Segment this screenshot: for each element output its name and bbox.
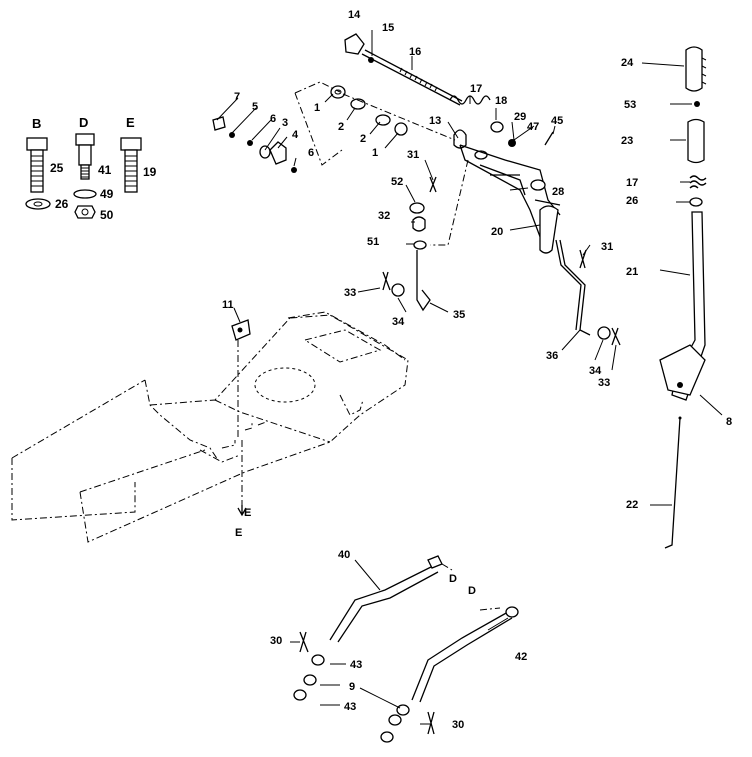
callout-26-b: 26 (626, 195, 638, 207)
callout-22: 22 (626, 499, 638, 511)
washer-49-icon (73, 189, 97, 199)
callout-29: 29 (514, 111, 526, 123)
callout-45: 45 (551, 115, 563, 127)
callout-33-b: 33 (598, 377, 610, 389)
callout-e-1: E (244, 507, 251, 519)
callout-11: 11 (222, 299, 234, 311)
callout-20: 20 (491, 226, 503, 238)
callout-d-2: D (468, 585, 476, 597)
callout-43-a: 43 (350, 659, 362, 671)
callout-3: 3 (282, 117, 288, 129)
callout-34-b: 34 (589, 365, 602, 377)
callout-21: 21 (626, 266, 638, 278)
callout-53: 53 (624, 99, 636, 111)
header-e: E (126, 115, 135, 130)
callout-34-a: 34 (392, 316, 405, 328)
callout-6-a: 6 (270, 113, 276, 125)
callout-28: 28 (552, 186, 564, 198)
callout-16: 16 (409, 46, 421, 58)
callout-52: 52 (391, 176, 403, 188)
callout-50: 50 (100, 208, 114, 222)
callout-47: 47 (527, 121, 539, 133)
lift-handle-assembly (659, 46, 707, 549)
callout-25: 25 (50, 161, 64, 175)
lift-shaft-assembly (212, 33, 621, 346)
callout-24: 24 (621, 57, 634, 69)
callout-41: 41 (98, 163, 112, 177)
callout-31-b: 31 (601, 241, 613, 253)
callout-49: 49 (100, 187, 114, 201)
bolt-e-icon (120, 137, 142, 193)
callout-42: 42 (515, 651, 527, 663)
callout-36: 36 (546, 350, 558, 362)
hardware-kit: B D E 25 26 41 49 50 19 (25, 115, 157, 222)
callout-23: 23 (621, 135, 633, 147)
bracket-11 (231, 319, 251, 517)
callout-51: 51 (367, 236, 379, 248)
callout-17: 17 (470, 83, 482, 95)
callout-labels: 14 15 16 17 18 29 47 45 13 1 2 2 1 7 5 6… (222, 9, 732, 731)
bolt-b-icon (26, 137, 48, 193)
callout-14: 14 (348, 9, 361, 21)
mower-frame (11, 311, 409, 543)
callout-33-a: 33 (344, 287, 356, 299)
callout-6-b: 6 (308, 147, 314, 159)
callout-30-a: 30 (270, 635, 282, 647)
callout-8: 8 (726, 416, 732, 428)
callout-15: 15 (382, 22, 394, 34)
shoulder-bolt-d-icon (75, 133, 95, 180)
callout-7: 7 (234, 91, 240, 103)
callout-35: 35 (453, 309, 465, 321)
header-b: B (32, 116, 41, 131)
callout-9: 9 (349, 681, 355, 693)
header-d: D (79, 115, 88, 130)
callout-d-1: D (449, 573, 457, 585)
callout-18: 18 (495, 95, 507, 107)
callout-17-b: 17 (626, 177, 638, 189)
callout-43-b: 43 (344, 701, 356, 713)
callout-32: 32 (378, 210, 390, 222)
callout-30-b: 30 (452, 719, 464, 731)
lift-arms-assembly (293, 555, 519, 743)
callout-40: 40 (338, 549, 350, 561)
callout-4: 4 (292, 129, 299, 141)
washer-26-icon (25, 198, 51, 210)
callout-19: 19 (143, 165, 157, 179)
callout-2-b: 2 (360, 133, 366, 145)
callout-13: 13 (429, 115, 441, 127)
callout-26: 26 (55, 197, 69, 211)
callout-e-2: E (235, 527, 242, 539)
callout-1-b: 1 (372, 147, 378, 159)
leader-lines (216, 30, 723, 725)
callout-2-a: 2 (338, 121, 344, 133)
callout-5: 5 (252, 101, 258, 113)
nut-50-icon (74, 205, 96, 219)
callout-31-a: 31 (407, 149, 419, 161)
callout-1-a: 1 (314, 102, 320, 114)
